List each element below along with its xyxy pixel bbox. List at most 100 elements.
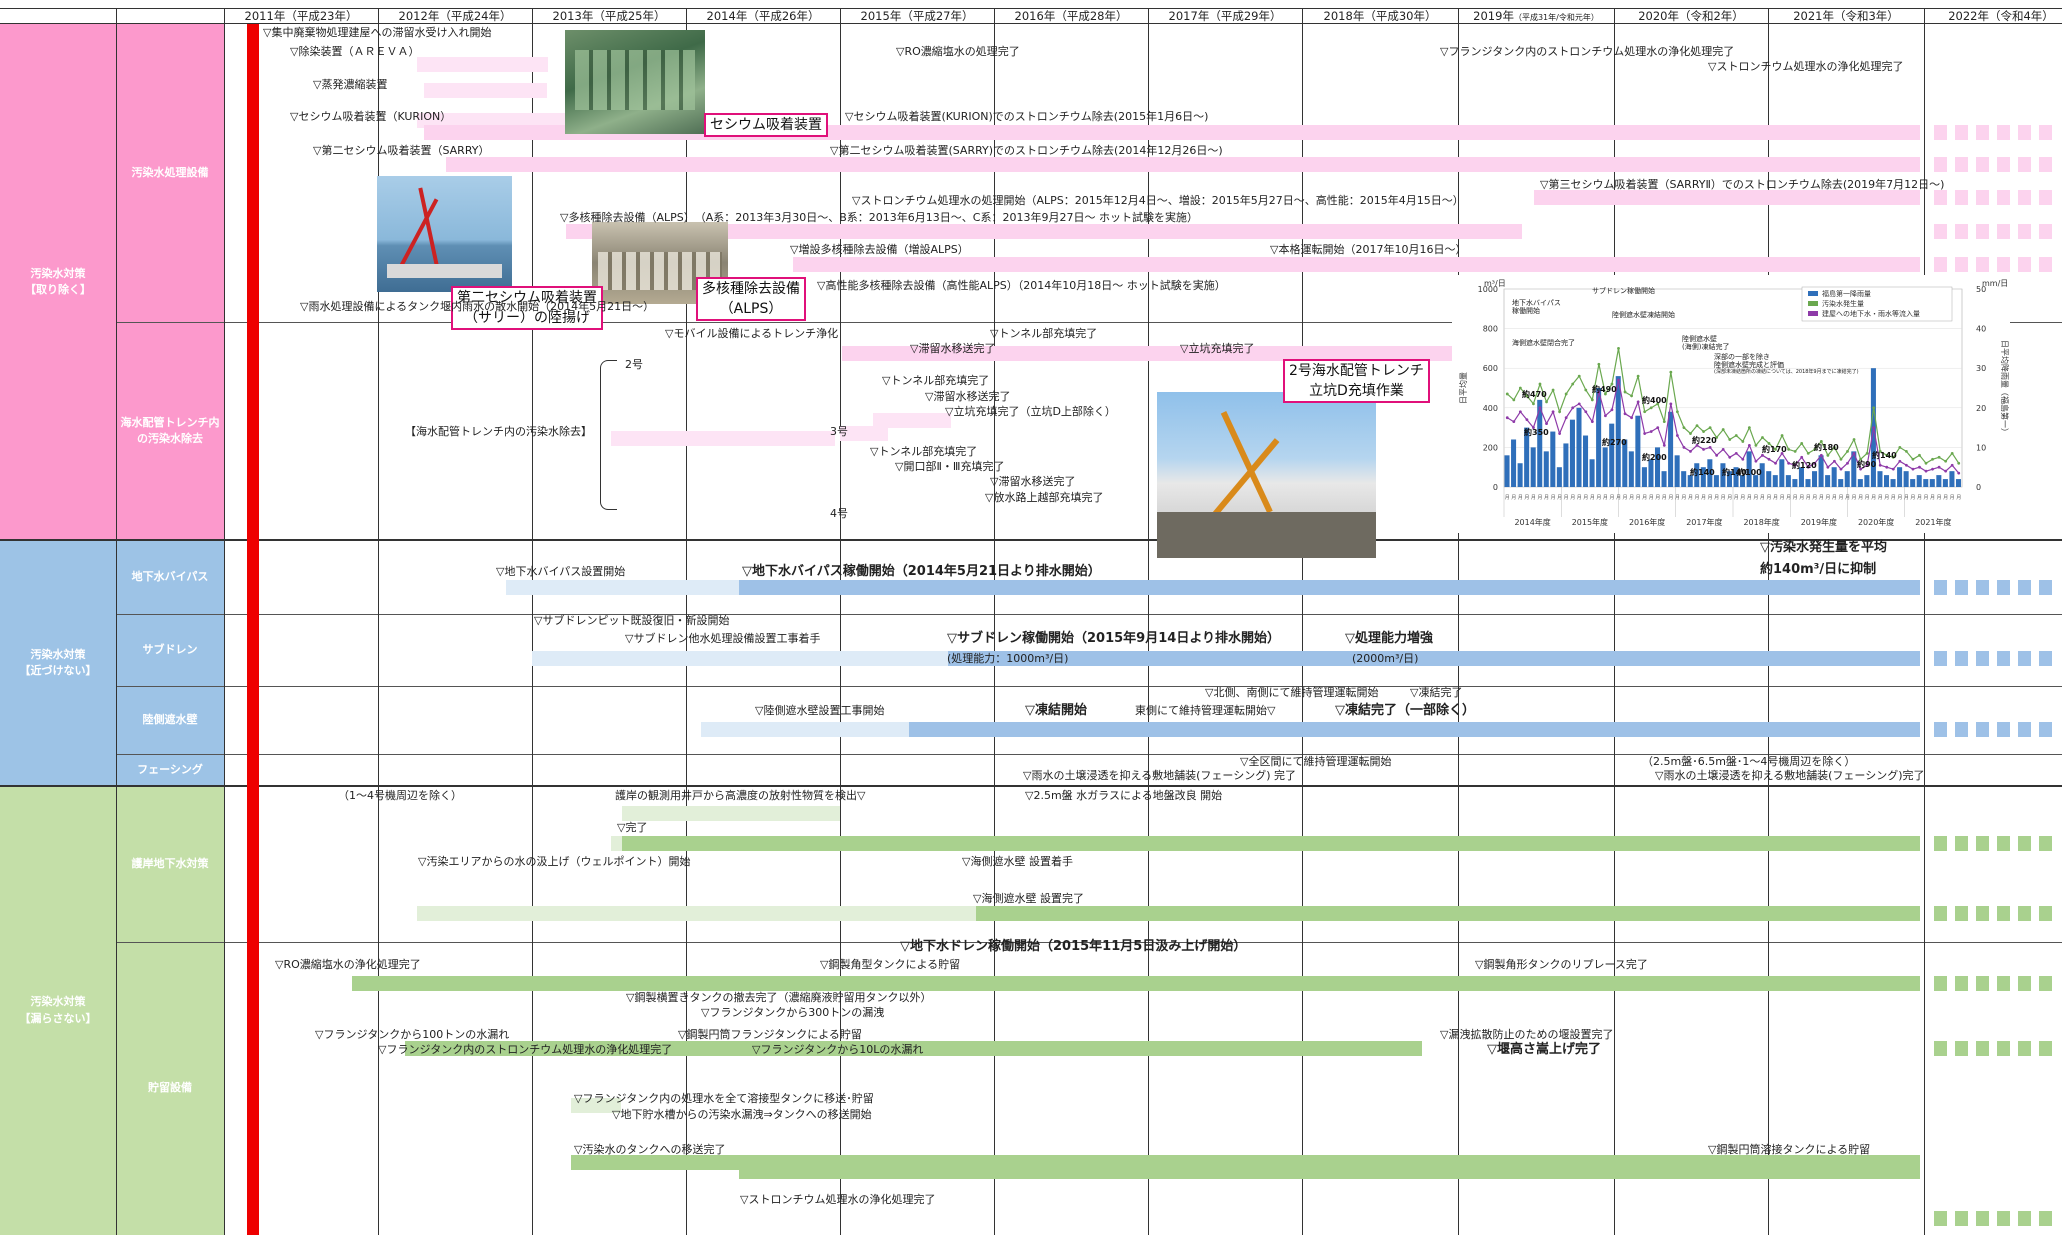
month-tick-label: 月 <box>1956 495 1961 501</box>
month-tick-label: 月 <box>1714 495 1719 501</box>
generation-series-point <box>1539 383 1542 386</box>
month-tick-label: 月 <box>1852 495 1857 501</box>
chart-annotation: 深部の一部を除き <box>1714 352 1770 361</box>
future-bar-segment <box>1976 651 1989 666</box>
timeline-event: ▽地下水バイパス設置開始 <box>496 565 625 579</box>
rainfall-bar <box>1773 475 1778 487</box>
generation-series-point <box>1846 450 1849 453</box>
timeline-event: ▽鋼製角型タンクによる貯留 <box>820 958 960 972</box>
month-tick-label: 月 <box>1747 495 1752 501</box>
year-label: 2016年（平成28年） <box>994 8 1148 24</box>
timeline-event: ▽RO濃縮塩水の処理完了 <box>896 45 1020 59</box>
timeline-event: ▽ストロンチウム処理水の処理開始（ALPS：2015年12月4日～、増設：201… <box>852 194 1464 208</box>
divider-remove-bottom <box>0 539 2062 541</box>
timeline-event: 3号 <box>830 425 848 439</box>
inflow-series-point <box>1611 408 1614 411</box>
subcategory-trench: 海水配管トレンチ内 の汚染水除去 <box>116 322 224 540</box>
inflow-series-point <box>1539 406 1542 409</box>
timeline-event: ▽開口部Ⅱ・Ⅲ充填完了 <box>895 460 1004 474</box>
generation-series-point <box>1624 391 1627 394</box>
timeline-event: ▽ストロンチウム処理水の浄化処理完了 <box>740 1193 935 1207</box>
timeline-event: ▽集中廃棄物処理建屋への滞留水受け入れ開始 <box>263 26 491 40</box>
rainfall-bar <box>1511 439 1516 487</box>
rainfall-bar <box>1668 412 1673 487</box>
timeline-bar <box>1534 190 1920 205</box>
rainfall-bar <box>1832 467 1837 487</box>
future-bar-segment <box>1955 257 1968 272</box>
future-bar-segment <box>2039 976 2052 991</box>
peak-value-label: 約350 <box>1524 427 1549 437</box>
rainfall-bar <box>1675 455 1680 487</box>
future-bar-segment <box>1997 157 2010 172</box>
generation-series-point <box>1545 400 1548 403</box>
timeline-event: ▽完了 <box>617 821 647 835</box>
inflow-series-point <box>1656 426 1659 429</box>
month-tick-label: 月 <box>1930 495 1935 501</box>
month-tick-label: 月 <box>1838 495 1843 501</box>
generation-series-point <box>1905 450 1908 453</box>
rainfall-bar <box>1635 416 1640 487</box>
timeline-bar <box>622 836 1920 851</box>
future-bar-segment <box>1955 190 1968 205</box>
month-tick-label: 月 <box>1740 495 1745 501</box>
timeline-event: ▽ストロンチウム処理水の浄化処理完了 <box>1708 60 1903 74</box>
inflow-series-point <box>1925 470 1928 473</box>
month-tick-label: 月 <box>1891 495 1896 501</box>
subcategory-seaside-groundwater: 護岸地下水対策 <box>116 786 224 942</box>
rainfall-bar <box>1897 467 1902 487</box>
month-tick-label: 月 <box>1760 495 1765 501</box>
generation-series-point <box>1689 432 1692 435</box>
month-tick-label: 月 <box>1537 495 1542 501</box>
timeline-event: ▽立坑充填完了（立坑D上部除く） <box>945 405 1116 419</box>
inflow-series-point <box>1840 468 1843 471</box>
month-tick-label: 月 <box>1753 495 1758 501</box>
rainfall-bar <box>1518 463 1523 487</box>
timeline-bar <box>948 651 1920 666</box>
timeline-bar <box>417 57 547 72</box>
timeline-event: ▽第二セシウム吸着装置（SARRY） <box>313 144 489 158</box>
timeline-event: (2000m³/日) <box>1352 652 1418 666</box>
y-axis-label-right: 日平均降雨量（福島第一） <box>2000 340 2010 436</box>
month-tick-label: 月 <box>1642 495 1647 501</box>
month-tick-label: 月 <box>1688 495 1693 501</box>
generation-series-point <box>1800 442 1803 445</box>
month-tick-label: 月 <box>1766 495 1771 501</box>
generation-series-point <box>1591 398 1594 401</box>
timeline-event: ▽除染装置（ＡＲＥＶＡ） <box>290 45 419 59</box>
rainfall-bar <box>1936 475 1941 487</box>
legend-label: 汚染水発生量 <box>1822 299 1864 308</box>
right-tick-label: 30 <box>1976 364 1986 373</box>
generation-series-point <box>1755 444 1758 447</box>
timeline-event: ▽滞留水移送完了 <box>910 342 995 356</box>
generation-series-point <box>1918 454 1921 457</box>
year-gridline <box>116 8 117 1235</box>
fiscal-year-label: 2014年度 <box>1514 517 1550 527</box>
year-gridline <box>1924 8 1925 1235</box>
fiscal-year-label: 2016年度 <box>1629 517 1665 527</box>
peak-value-label: 約140 <box>1690 467 1715 477</box>
legend-label: 福島第一降雨量 <box>1822 289 1871 298</box>
month-tick-label: 月 <box>1819 495 1824 501</box>
timeline-event: ▽セシウム吸着装置(KURION)でのストロンチウム除去(2015年1月6日～) <box>845 110 1208 124</box>
inflow-series-point <box>1957 472 1960 475</box>
rainfall-bar <box>1858 479 1863 487</box>
timeline-event: ▽凍結開始 <box>1025 704 1087 718</box>
month-tick-label: 月 <box>1570 495 1575 501</box>
future-bar-segment <box>1976 190 1989 205</box>
rainfall-bar <box>1845 471 1850 487</box>
future-bar-segment <box>1976 836 1989 851</box>
timeline-event: ▽北側、南側にて維持管理運転開始 <box>1205 686 1378 700</box>
inflow-series-point <box>1630 416 1633 419</box>
year-gridline <box>1458 8 1459 1235</box>
right-tick-label: 20 <box>1976 404 1986 413</box>
generation-series-point <box>1617 347 1620 350</box>
future-bar-segment <box>1934 976 1947 991</box>
rainfall-bar <box>1583 436 1588 487</box>
rainfall-bar <box>1563 443 1568 487</box>
rainfall-bar <box>1825 475 1830 487</box>
month-tick-label: 月 <box>1701 495 1706 501</box>
chart-annotation: 稼働開始 <box>1512 306 1540 315</box>
legend-swatch <box>1808 311 1818 316</box>
timeline-bar <box>532 651 948 666</box>
